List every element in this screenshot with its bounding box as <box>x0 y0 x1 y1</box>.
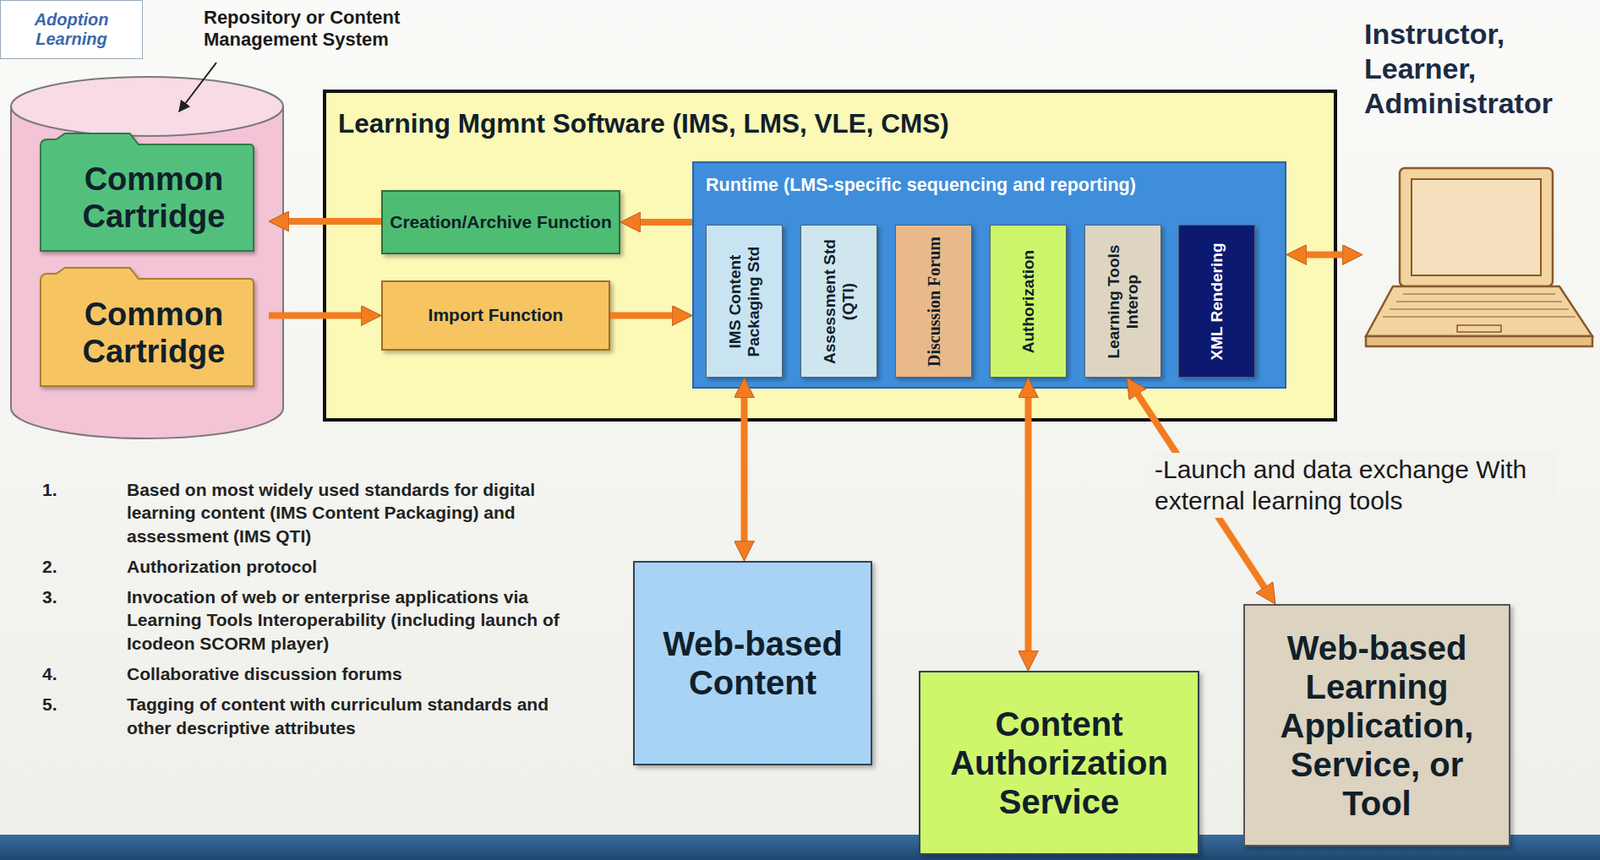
cylinder-top <box>10 76 284 137</box>
list-row: 2.Authorization protocol <box>42 555 584 579</box>
cartridge-folder: Common Cartridge <box>38 267 269 388</box>
node-text: Web-based Learning Application, Service,… <box>1245 628 1509 824</box>
node-text: Instructor, Learner, Administrator <box>1364 16 1596 121</box>
node-text: XML Rendering <box>1207 230 1227 372</box>
node-text: Runtime (LMS-specific sequencing and rep… <box>705 174 1285 197</box>
tag-box: Adoption Learning <box>0 0 143 60</box>
standard-box: Authorization <box>989 224 1067 378</box>
connector-arrow <box>610 312 679 320</box>
node-text: Content Authorization Service <box>920 704 1198 822</box>
standard-box: Assessment Std (QTI) <box>800 224 878 378</box>
node-text: Discussion Forum <box>923 230 944 372</box>
node-text: Learning Tools Interop <box>1104 230 1142 372</box>
connector-arrow <box>268 312 368 320</box>
function-box: Creation/Archive Function <box>381 190 621 255</box>
standard-box: Learning Tools Interop <box>1084 224 1162 378</box>
service-box: Content Authorization Service <box>918 671 1200 856</box>
node-text: Assessment Std (QTI) <box>820 230 858 372</box>
connector-arrow <box>282 218 382 225</box>
standard-box: XML Rendering <box>1178 224 1256 378</box>
user-laptop: Instructor, Learner, Administrator <box>1362 16 1596 349</box>
connector-arrow <box>741 391 749 548</box>
callout-number: 3. <box>42 585 127 656</box>
leader-line <box>179 62 217 112</box>
callout-number: 5. <box>42 693 127 740</box>
list-row: 3.Invocation of web or enterprise applic… <box>42 585 584 656</box>
list-text: Authorization protocol <box>126 555 567 579</box>
list-text: Invocation of web or enterprise applicat… <box>126 585 567 656</box>
list-row: 4.Collaborative discussion forums <box>42 662 584 686</box>
node-text: Creation/Archive Function <box>382 212 619 233</box>
list-row: 1.Based on most widely used standards fo… <box>42 478 584 548</box>
list-text: Collaborative discussion forums <box>126 662 567 686</box>
connector-arrow <box>1134 388 1268 593</box>
function-box: Import Function <box>381 280 611 351</box>
callout-number: 4. <box>42 662 127 686</box>
tool-box: Web-based Learning Application, Service,… <box>1243 604 1511 847</box>
cylinder-body <box>10 106 284 439</box>
feature-list: 1.Based on most widely used standards fo… <box>42 478 584 748</box>
list-text: Based on most widely used standards for … <box>126 478 567 548</box>
runtime-box: Runtime (LMS-specific sequencing and rep… <box>692 161 1287 389</box>
node-text: IMS Content Packaging Std <box>726 230 764 372</box>
standard-box: IMS Content Packaging Std <box>705 224 783 378</box>
node-text: Learning Mgmnt Software (IMS, LMS, VLE, … <box>338 108 1334 139</box>
list-row: 5.Tagging of content with curriculum sta… <box>42 693 584 740</box>
node-text: Adoption Learning <box>0 10 142 50</box>
standard-box: Discussion Forum <box>895 224 973 378</box>
node-text: Authorization <box>1019 230 1038 372</box>
repository-cylinder: Repository or Content Management SystemC… <box>10 76 284 439</box>
callout-number: 2. <box>42 555 127 579</box>
connector-arrow <box>633 218 693 226</box>
node-text: Common Cartridge <box>38 161 269 235</box>
content-box: Web-based Content <box>633 561 873 766</box>
node-text: Repository or Content Management System <box>203 6 449 52</box>
callout-number: 1. <box>42 478 127 548</box>
edge-label: -Launch and data exchange With external … <box>1151 453 1557 519</box>
lms-box: Learning Mgmnt Software (IMS, LMS, VLE, … <box>322 89 1338 422</box>
node-text: Import Function <box>421 305 571 326</box>
connector-arrow <box>1299 251 1349 259</box>
laptop-figure <box>1365 168 1593 347</box>
node-text: Common Cartridge <box>38 296 269 371</box>
cartridge-folder: Common Cartridge <box>38 132 269 253</box>
node-text: Web-based Content <box>634 624 871 703</box>
list-text: Tagging of content with curriculum stand… <box>126 693 567 740</box>
connector-arrow <box>1025 391 1033 658</box>
